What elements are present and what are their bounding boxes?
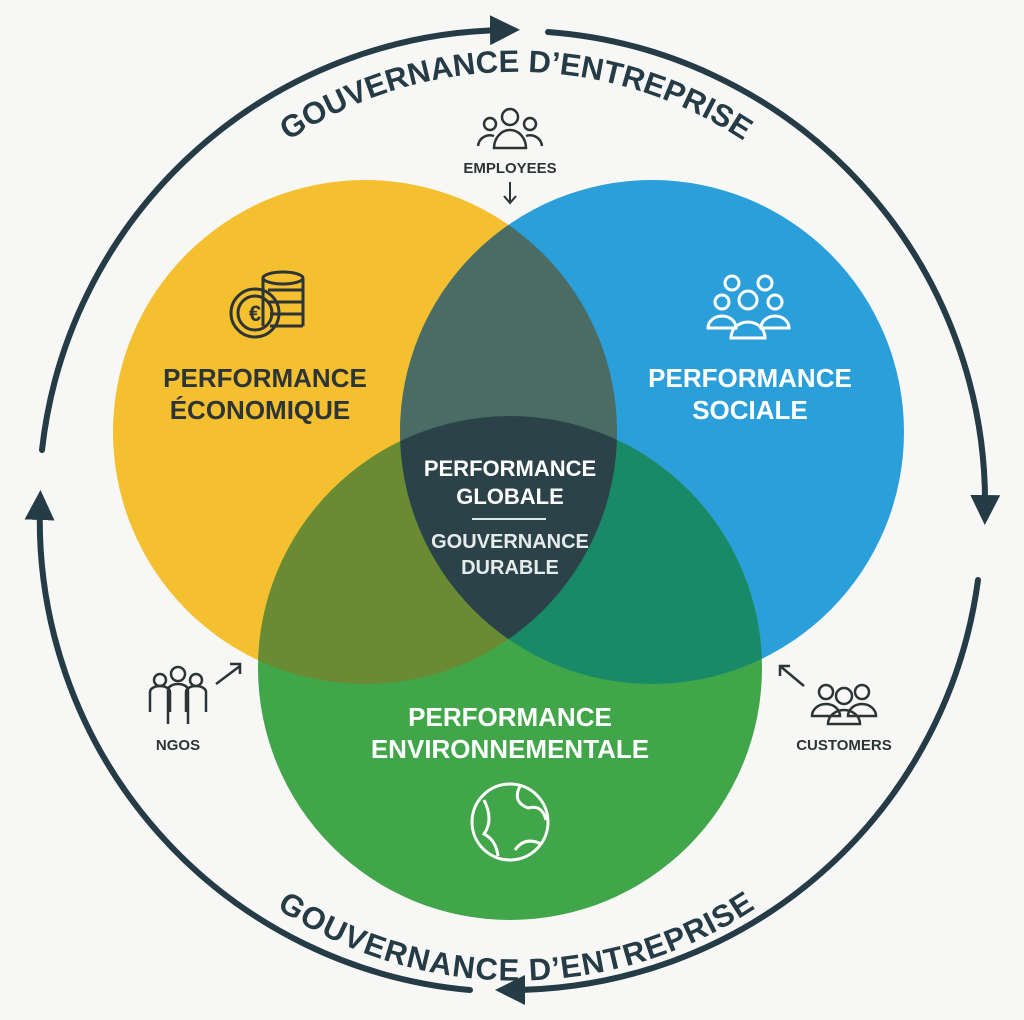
employees-arrow-icon [503, 182, 517, 205]
economic-label-line1: PERFORMANCE [163, 363, 367, 393]
customers-label: CUSTOMERS [796, 737, 892, 754]
employees-label: EMPLOYEES [463, 160, 556, 177]
environmental-label-line1: PERFORMANCE [408, 702, 612, 732]
economic-label-line2: ÉCONOMIQUE [170, 395, 351, 425]
center-label-line4: DURABLE [461, 557, 559, 579]
center-label-line1: PERFORMANCE [424, 456, 596, 481]
ngos-label: NGOS [156, 737, 200, 754]
customers-icon [810, 683, 878, 726]
environmental-label-line2: ENVIRONNEMENTALE [371, 734, 649, 764]
social-label-line2: SOCIALE [692, 395, 808, 425]
ring-arrow-bottom-right [495, 577, 981, 1005]
globe-leaf-icon [470, 782, 550, 862]
governance-ring [24, 15, 1001, 1005]
people-group-icon [706, 274, 791, 340]
ring-arrow-top-left [39, 15, 520, 453]
ngos-icon [148, 665, 208, 724]
employees-icon [476, 107, 544, 150]
euro-coins-icon: € [229, 270, 305, 339]
center-label-line3: GOUVERNANCE [431, 531, 589, 553]
center-label-line2: GLOBALE [456, 484, 564, 509]
ring-arrow-top-right [545, 29, 1001, 525]
ngos-arrow-icon [215, 662, 242, 685]
customers-arrow-icon [778, 664, 805, 687]
social-label-line1: PERFORMANCE [648, 363, 852, 393]
svg-text:€: € [249, 301, 261, 326]
ring-arrow-bottom-left [24, 490, 473, 993]
